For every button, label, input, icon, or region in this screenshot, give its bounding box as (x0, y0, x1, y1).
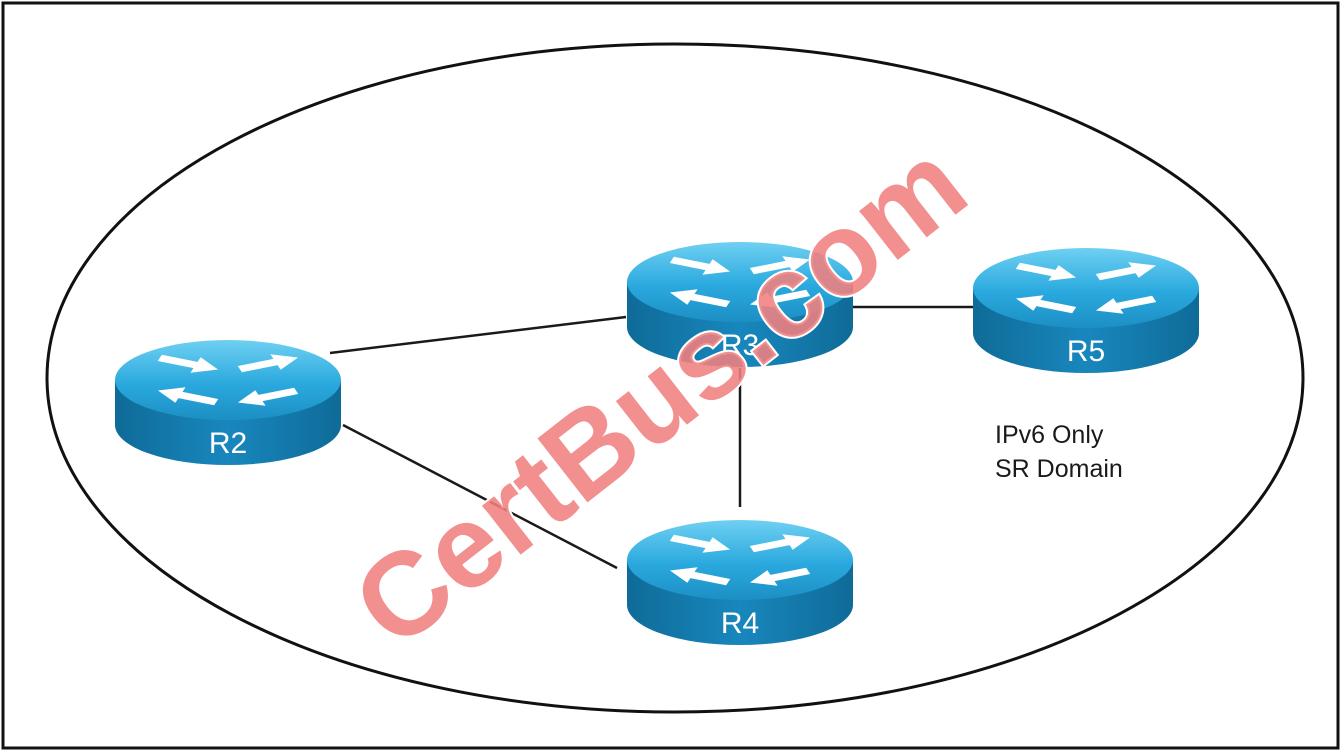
router-label: R2 (209, 427, 247, 460)
router-top (973, 248, 1199, 328)
router-label: R3 (721, 329, 759, 362)
router-top (627, 520, 853, 600)
link-r2-r3 (329, 315, 627, 355)
router-top (115, 340, 341, 420)
router-r2[interactable]: R2 (115, 340, 341, 465)
router-label: R4 (721, 607, 759, 640)
domain-label-line1: IPv6 Only (995, 421, 1104, 449)
links-layer (329, 305, 974, 570)
sr-domain-boundary (45, 42, 1305, 714)
router-r3[interactable]: R3 (627, 242, 853, 367)
router-r4[interactable]: R4 (627, 520, 853, 645)
link-r2-r4 (342, 423, 618, 570)
router-label: R5 (1067, 335, 1105, 368)
domain-label-line2: SR Domain (995, 455, 1123, 483)
router-r5[interactable]: R5 (973, 248, 1199, 373)
